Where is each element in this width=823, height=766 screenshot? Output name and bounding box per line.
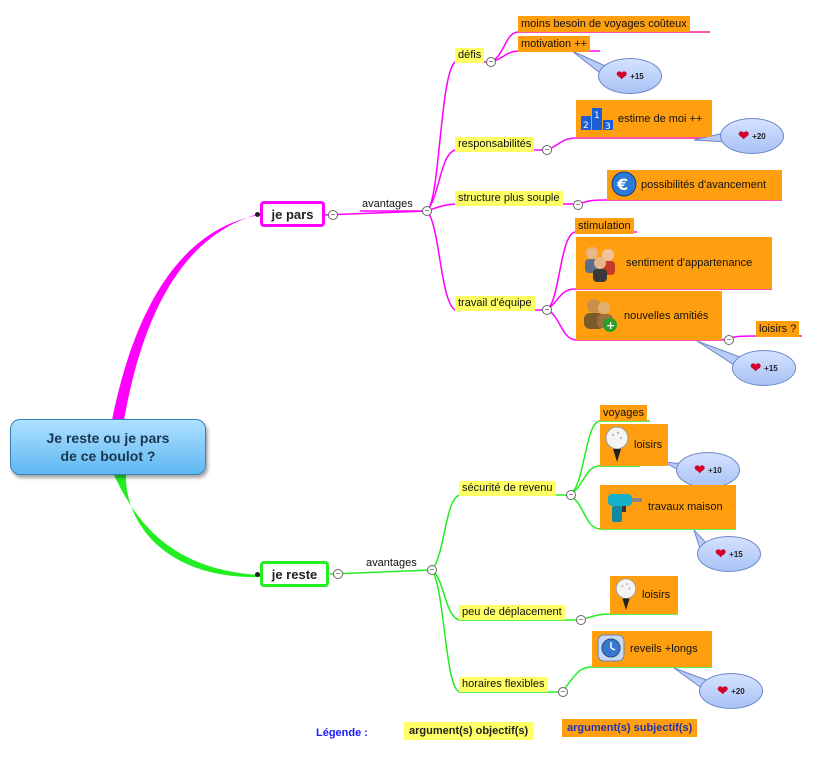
node-responsabilites[interactable]: responsabilités — [455, 137, 535, 152]
node-securite-revenu[interactable]: sécurité de revenu — [459, 481, 556, 496]
heart-icon: ❤ — [616, 68, 628, 83]
branch-reste — [114, 475, 262, 578]
score-value: +15 — [764, 363, 778, 373]
legend-objective: argument(s) objectif(s) — [404, 722, 534, 740]
group-people-icon — [580, 241, 622, 286]
node-amities-label: nouvelles amitiés — [624, 309, 709, 322]
node-loisirs-golf[interactable]: loisirs — [600, 424, 668, 466]
heart-icon: ❤ — [738, 128, 750, 143]
heart-icon: ❤ — [715, 546, 727, 561]
node-je-pars[interactable]: je pars — [260, 201, 325, 227]
golf-ball-icon — [604, 425, 630, 466]
root-title-line1: Je reste ou je pars — [46, 430, 170, 446]
node-reveils[interactable]: reveils +longs — [592, 631, 712, 667]
svg-text:€: € — [616, 175, 628, 194]
collapse-toggle[interactable]: − — [724, 335, 734, 345]
node-avancement[interactable]: € possibilités d'avancement — [607, 170, 782, 200]
score-value: +15 — [630, 71, 644, 81]
score-bubble: ❤+20 — [699, 673, 763, 709]
svg-text:3: 3 — [605, 122, 611, 130]
node-motivation[interactable]: motivation ++ — [518, 36, 591, 52]
anchor-dot — [255, 572, 260, 577]
node-voyages[interactable]: voyages — [600, 405, 647, 421]
node-avancement-label: possibilités d'avancement — [641, 179, 767, 191]
branch-pars — [112, 213, 262, 420]
node-horaires-flexibles[interactable]: horaires flexibles — [459, 677, 548, 692]
score-value: +20 — [731, 686, 745, 696]
label-avantages-pars[interactable]: avantages — [362, 198, 413, 210]
collapse-toggle[interactable]: − — [328, 210, 338, 220]
node-stimulation[interactable]: stimulation — [575, 218, 634, 234]
collapse-toggle[interactable]: − — [566, 490, 576, 500]
drill-icon — [604, 488, 644, 527]
node-estime-label: estime de moi ++ — [618, 112, 703, 125]
collapse-toggle[interactable]: − — [542, 145, 552, 155]
score-value: +10 — [708, 465, 722, 475]
node-loisirs-question[interactable]: loisirs ? — [756, 321, 800, 337]
score-value: +20 — [752, 131, 766, 141]
node-peu-deplacement[interactable]: peu de déplacement — [459, 605, 565, 620]
score-bubble: ❤+10 — [676, 452, 740, 488]
heart-icon: ❤ — [750, 360, 762, 375]
score-bubble: ❤+15 — [697, 536, 761, 572]
score-bubble: ❤+15 — [598, 58, 662, 94]
label-avantages-reste[interactable]: avantages — [366, 557, 417, 569]
svg-text:1: 1 — [594, 111, 600, 121]
euro-icon: € — [611, 171, 637, 200]
collapse-toggle[interactable]: − — [422, 206, 432, 216]
node-structure[interactable]: structure plus souple — [455, 191, 563, 206]
collapse-toggle[interactable]: − — [542, 305, 552, 315]
collapse-toggle[interactable]: − — [486, 57, 496, 67]
anchor-dot — [255, 212, 260, 217]
heart-icon: ❤ — [717, 683, 729, 698]
node-je-pars-label: je pars — [271, 206, 314, 222]
root-node[interactable]: Je reste ou je pars de ce boulot ? — [10, 419, 206, 475]
node-travaux-maison-label: travaux maison — [648, 501, 723, 513]
svg-text:2: 2 — [583, 121, 589, 130]
node-loisirs-deplacement-label: loisirs — [642, 589, 671, 601]
collapse-toggle[interactable]: − — [427, 565, 437, 575]
score-value: +15 — [729, 549, 743, 559]
node-reveils-label: reveils +longs — [630, 643, 698, 655]
heart-icon: ❤ — [694, 462, 706, 477]
svg-text:+: + — [606, 319, 615, 332]
legend-title: Légende : — [316, 727, 368, 739]
collapse-toggle[interactable]: − — [558, 687, 568, 697]
node-amities[interactable]: + nouvelles amitiés — [576, 291, 722, 340]
node-je-reste[interactable]: je reste — [260, 561, 329, 587]
node-moins-voyages[interactable]: moins besoin de voyages coûteux — [518, 16, 690, 32]
node-appartenance-label: sentiment d'appartenance — [626, 257, 753, 269]
add-friend-icon: + — [580, 294, 620, 337]
collapse-toggle[interactable]: − — [333, 569, 343, 579]
node-je-reste-label: je reste — [271, 566, 318, 582]
golf-ball-icon — [614, 577, 638, 614]
node-defis[interactable]: défis — [455, 48, 485, 63]
score-bubble: ❤+20 — [720, 118, 784, 154]
score-bubble: ❤+15 — [732, 350, 796, 386]
node-travail-equipe[interactable]: travail d'équipe — [455, 296, 535, 311]
node-appartenance[interactable]: sentiment d'appartenance — [576, 237, 772, 289]
root-title-line2: de ce boulot ? — [60, 448, 156, 464]
node-travaux-maison[interactable]: travaux maison — [600, 485, 736, 529]
alarm-clock-icon — [596, 633, 626, 666]
node-loisirs-deplacement[interactable]: loisirs — [610, 576, 678, 614]
node-loisirs-golf-label: loisirs — [634, 439, 663, 451]
collapse-toggle[interactable]: − — [573, 200, 583, 210]
collapse-toggle[interactable]: − — [576, 615, 586, 625]
legend-subjective: argument(s) subjectif(s) — [562, 719, 698, 737]
